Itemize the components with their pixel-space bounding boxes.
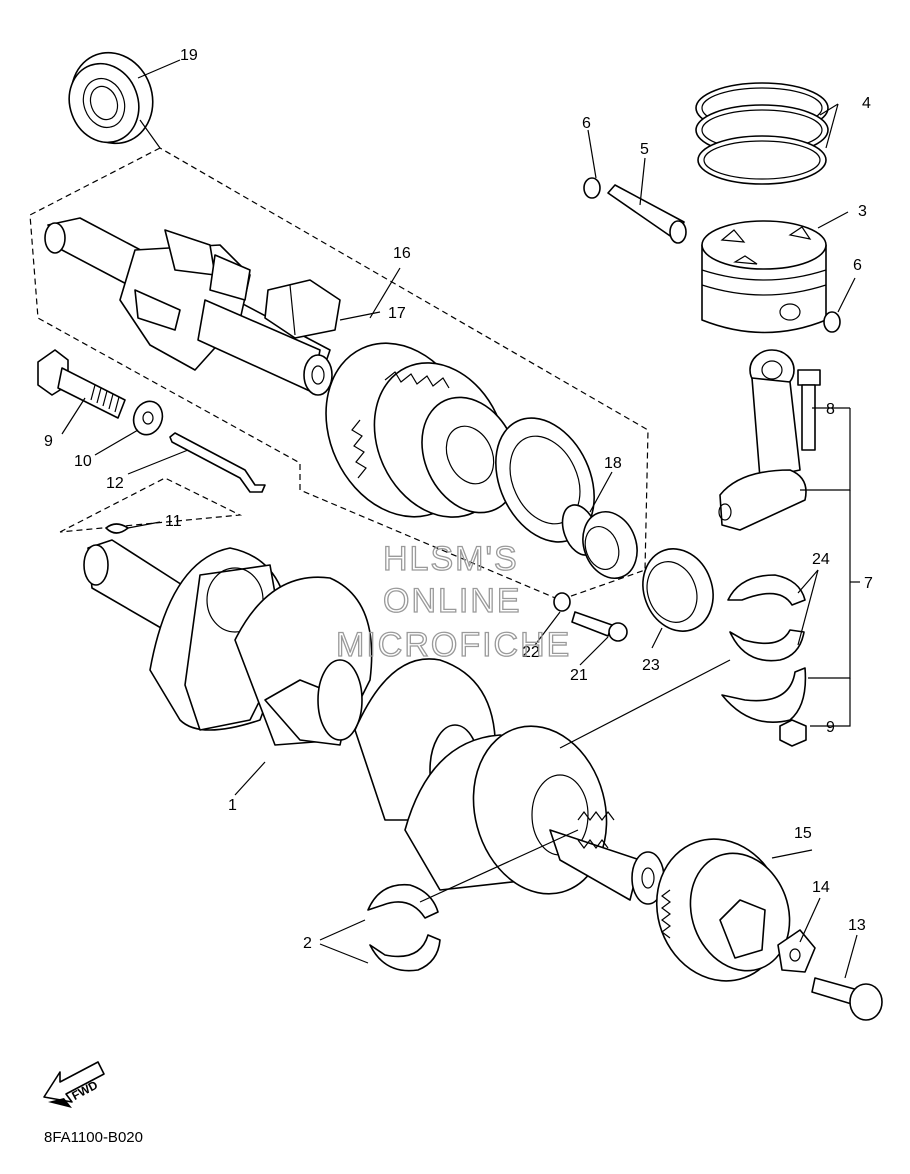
part-14-bolt xyxy=(811,977,883,1021)
callout-17: 16 xyxy=(393,245,411,262)
callout-14: 13 xyxy=(848,917,866,934)
part-17-balancer-shaft xyxy=(44,217,333,396)
callout-1: 1 xyxy=(228,797,237,814)
group-17-boundary xyxy=(29,147,649,601)
leader-lines xyxy=(61,59,860,979)
part-3-piston xyxy=(701,220,827,334)
part-6-circlip-b xyxy=(823,311,841,333)
watermark-line-2: ONLINE xyxy=(383,582,522,620)
part-4-piston-rings xyxy=(695,82,829,185)
part-19-collar xyxy=(582,511,638,579)
fwd-arrow-icon: FWD xyxy=(43,1061,105,1108)
part-5-piston-pin xyxy=(607,184,687,244)
watermark: HLSM'S ONLINE MICROFICHE xyxy=(335,539,571,664)
callout-15: 14 xyxy=(812,879,830,896)
callout-6-top: 6 xyxy=(582,115,591,132)
callout-20: 19 xyxy=(180,47,198,64)
callout-3: 3 xyxy=(858,203,867,220)
part-11-washer xyxy=(132,400,164,436)
part-21-bolt xyxy=(571,611,628,642)
callout-10: 9 xyxy=(44,433,53,450)
callout-13: 12 xyxy=(106,475,124,492)
callout-8: 8 xyxy=(826,401,835,418)
part-16-gear xyxy=(655,838,791,982)
diagram-code: 8FA1100-B020 xyxy=(44,1129,143,1146)
part-7-rod-cap xyxy=(721,667,807,723)
watermark-line-1: HLSM'S xyxy=(383,540,519,578)
callout-16: 15 xyxy=(794,825,812,842)
callout-5: 5 xyxy=(640,141,649,158)
part-20-bearing xyxy=(68,51,154,145)
callout-18: 17 xyxy=(388,305,406,322)
part-7-connecting-rod xyxy=(718,349,807,531)
part-18-weight xyxy=(264,279,341,339)
part-10-bolt xyxy=(37,349,126,419)
callout-23: 23 xyxy=(642,657,660,674)
callout-labels: 19 4 6 5 3 16 6 17 8 9 10 18 12 11 24 7 … xyxy=(44,47,873,952)
part-17-balancer-gear xyxy=(325,342,595,543)
callout-9: 9 xyxy=(826,719,835,736)
callout-11: 10 xyxy=(74,453,92,470)
callout-7: 7 xyxy=(864,575,873,592)
callout-24: 24 xyxy=(812,551,830,568)
part-1-crankshaft xyxy=(83,539,665,905)
part-9-nut xyxy=(779,719,807,747)
callout-2: 2 xyxy=(303,935,312,952)
callout-22: 22 xyxy=(522,644,540,661)
part-15-washer xyxy=(777,929,816,973)
callout-4: 4 xyxy=(862,95,871,112)
callout-6-side: 6 xyxy=(853,257,862,274)
callout-12: 11 xyxy=(165,513,182,530)
callout-21: 21 xyxy=(570,667,588,684)
part-8-rod-bolt xyxy=(797,369,821,451)
part-22-washer xyxy=(553,592,571,612)
part-12-key xyxy=(105,523,129,534)
part-13-plate xyxy=(169,432,266,493)
part-24-rod-bearings xyxy=(727,574,806,662)
part-6-circlip-a xyxy=(583,177,601,199)
callout-19: 18 xyxy=(604,455,622,472)
watermark-line-3: MICROFICHE xyxy=(336,626,571,664)
part-2-main-bearings xyxy=(367,883,441,972)
part-23-oil-seal xyxy=(642,548,714,632)
